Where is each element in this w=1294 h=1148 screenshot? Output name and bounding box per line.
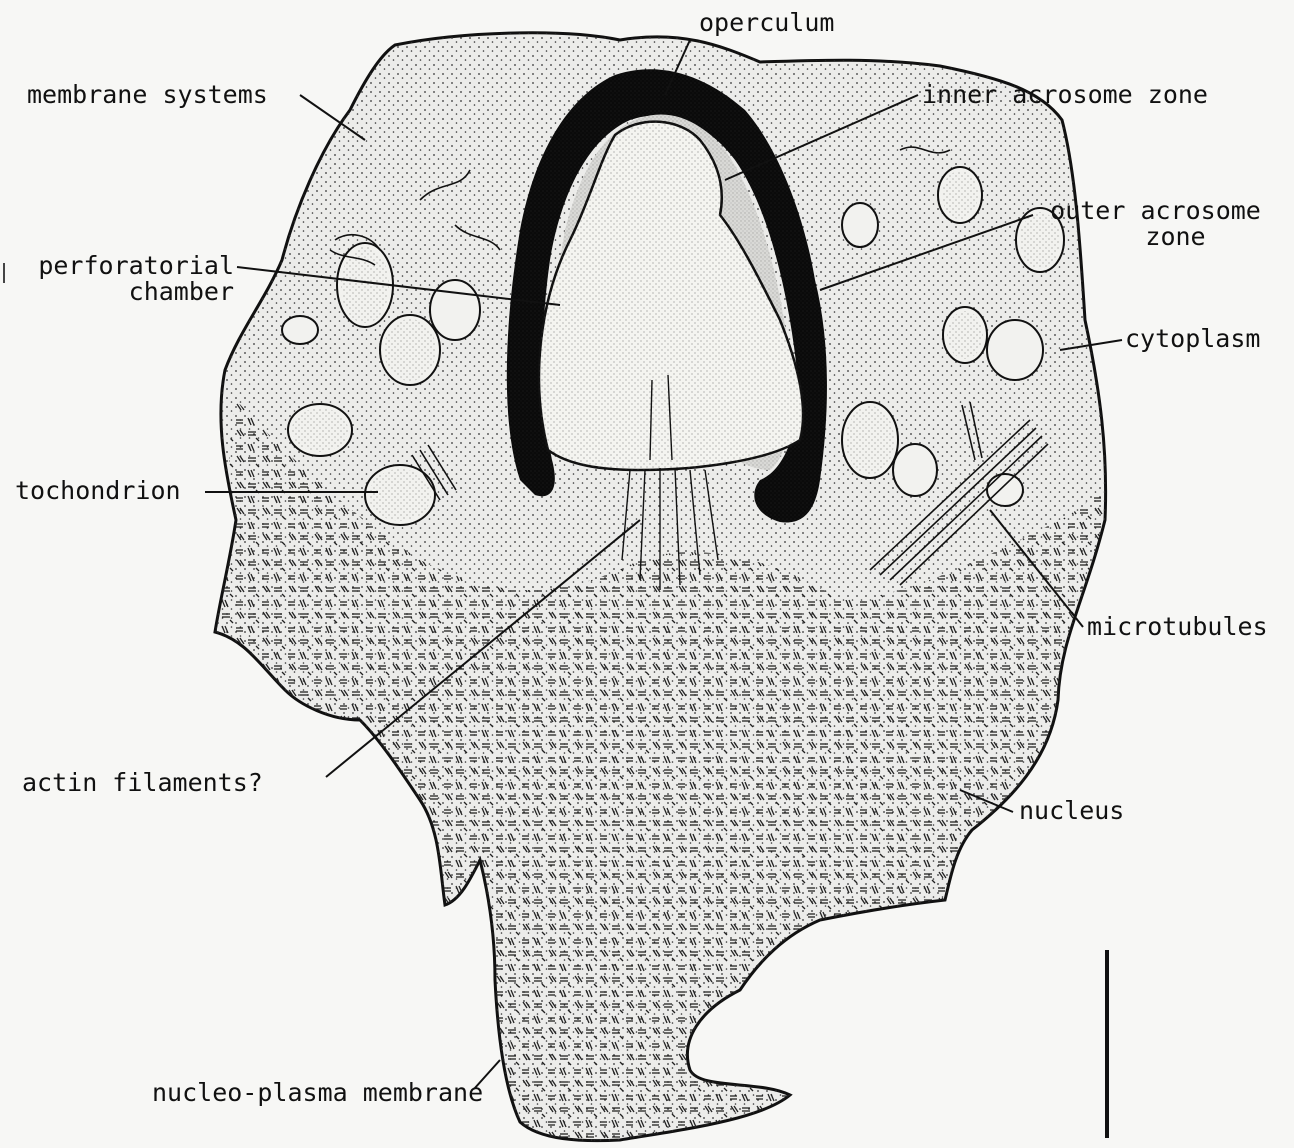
label-outer-acrosome-zone-line2: zone [1033, 224, 1278, 250]
label-microtubules: microtubules [1087, 614, 1268, 640]
label-perforatorial-chamber-line2: chamber [14, 279, 234, 305]
label-outer-acrosome-zone: outer acrosome zone [1033, 198, 1278, 251]
label-nucleus: nucleus [1019, 798, 1124, 824]
label-tochondrion: tochondrion [15, 478, 181, 504]
label-operculum: operculum [699, 10, 834, 36]
label-nucleo-plasma-membrane: nucleo-plasma membrane [152, 1080, 483, 1106]
label-cytoplasm: cytoplasm [1125, 326, 1260, 352]
label-perforatorial-chamber-line1: perforatorial [14, 253, 234, 279]
label-outer-acrosome-zone-line1: outer acrosome [1033, 198, 1278, 224]
label-membrane-systems: membrane systems [27, 82, 268, 108]
label-perforatorial-chamber: perforatorial chamber [14, 253, 234, 306]
label-actin-filaments: actin filaments? [22, 770, 263, 796]
margin-rule [3, 263, 5, 283]
label-inner-acrosome-zone: inner acrosome zone [922, 82, 1208, 108]
